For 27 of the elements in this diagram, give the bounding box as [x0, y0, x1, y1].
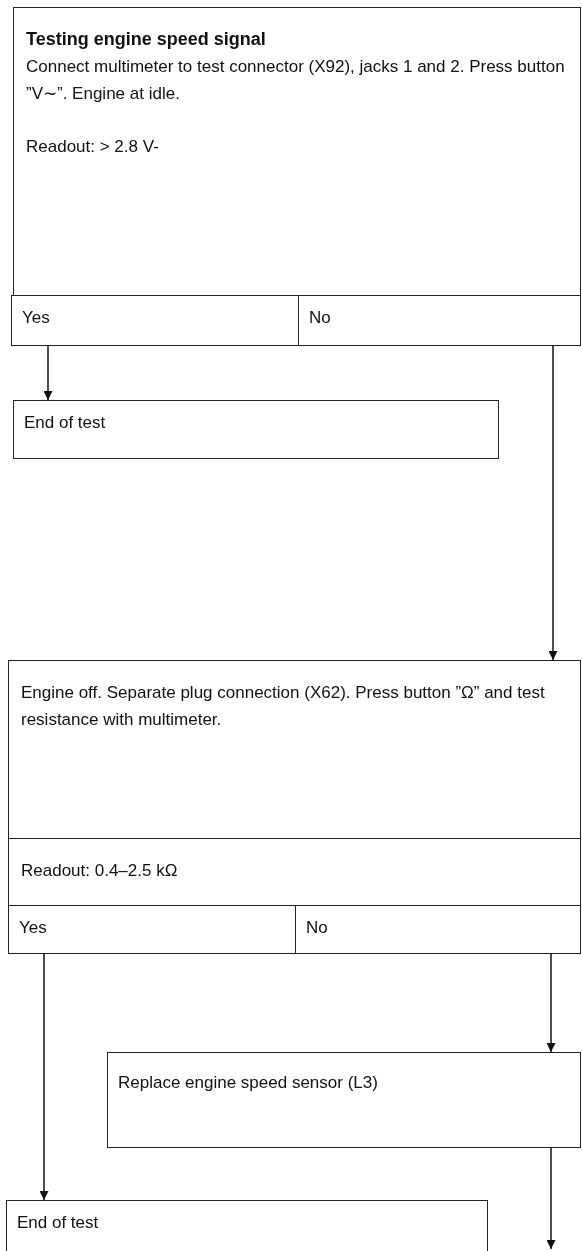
process-box [8, 838, 581, 906]
process-box [6, 1200, 488, 1251]
arrow [548, 345, 558, 661]
process-box [13, 400, 499, 459]
box-text: Readout: > 2.8 V- [26, 136, 160, 158]
arrow [546, 1147, 556, 1250]
arrow [43, 345, 53, 401]
process-box [295, 905, 581, 954]
process-box [13, 7, 581, 296]
box-text: End of test [17, 1212, 100, 1234]
box-text: Readout: 0.4–2.5 kΩ [21, 860, 179, 882]
box-text: No [309, 307, 332, 329]
process-box [8, 905, 296, 954]
arrow [546, 953, 556, 1053]
box-text: No [306, 917, 329, 939]
box-text: Connect multimeter to test connector (X92), jacks 1 and 2. Press button ”V∼”. Engine at idle. [26, 56, 566, 105]
box-text: Replace engine speed sensor (L3) [118, 1072, 379, 1094]
process-box [107, 1052, 581, 1148]
process-box [8, 660, 581, 839]
box-heading: Testing engine speed signal [26, 28, 267, 51]
arrow [39, 953, 49, 1201]
process-box [298, 295, 581, 346]
box-text: Yes [22, 307, 51, 329]
box-text: End of test [24, 412, 107, 434]
box-text: Engine off. Separate plug connection (X62). Press button ”Ω” and test resistance with multimeter. [21, 682, 546, 731]
box-text: Yes [19, 917, 48, 939]
process-box [11, 295, 299, 346]
